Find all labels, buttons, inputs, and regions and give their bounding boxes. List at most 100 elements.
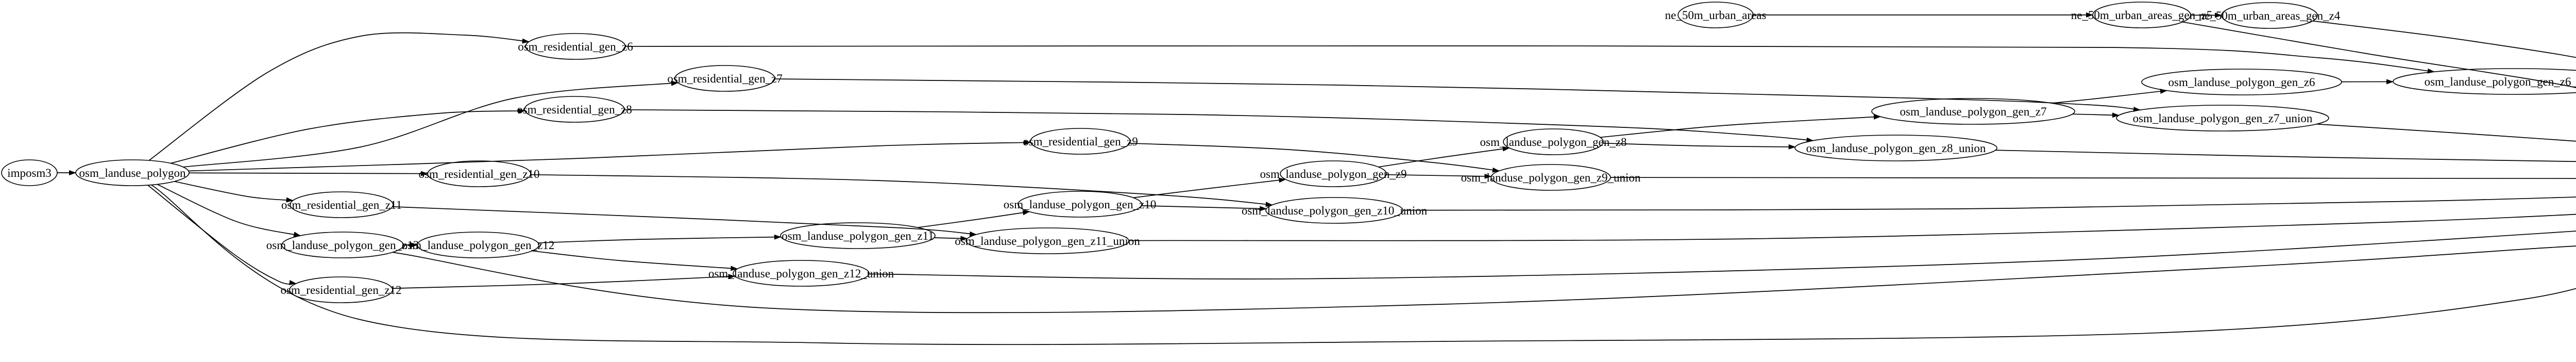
node-ellipse-osm_residential_gen_z12 xyxy=(289,276,393,303)
node-ellipse-osm_landuse_polygon_gen_z10 xyxy=(1018,191,1142,218)
node-label-osm_residential_gen_z11: osm_residential_gen_z11 xyxy=(281,199,402,211)
node-ellipse-osm_residential_gen_z8 xyxy=(524,96,625,123)
node-label-osm_landuse_polygon_gen_z10_union: osm_landuse_polygon_gen_z10_union xyxy=(1242,204,1428,217)
node-label-osm_landuse_polygon_gen_z12: osm_landuse_polygon_gen_z12 xyxy=(402,239,554,252)
edge-osm_landuse_polygon_gen_z8--osm_landuse_polygon_gen_z8_union xyxy=(1603,142,1796,150)
node-osm_landuse_polygon_gen_z8: osm_landuse_polygon_gen_z8 xyxy=(1480,128,1626,155)
edge-osm_landuse_polygon--osm_residential_gen_z7 xyxy=(183,80,679,168)
node-ellipse-osm_landuse_polygon xyxy=(75,159,190,186)
edge-osm_landuse_polygon_gen_z9_union--layer_landuse-z9 xyxy=(1610,177,2576,179)
edge-ne_50m_urban_areas_gen_z5--layer_landuse-z5 xyxy=(2182,21,2576,88)
node-label-osm_landuse_polygon_gen_z9: osm_landuse_polygon_gen_z9 xyxy=(1260,168,1407,180)
nodes-layer: imposm3 osm_landuse_polygon osm_residentia… xyxy=(1,2,2576,303)
node-label-osm_residential_gen_z10: osm_residential_gen_z10 xyxy=(418,168,539,180)
node-ne_50m_urban_areas: ne_50m_urban_areas xyxy=(1665,2,1767,28)
edge-osm_residential_gen_z10--osm_landuse_polygon_gen_z10_union xyxy=(530,174,1273,207)
edge-osm_landuse_polygon--osm_residential_gen_z12 xyxy=(147,185,297,285)
node-osm_landuse_polygon_gen_z11: osm_landuse_polygon_gen_z11 xyxy=(780,222,936,249)
node-osm_landuse_polygon_gen_z13: osm_landuse_polygon_gen_z13 xyxy=(266,232,419,258)
node-osm_landuse_polygon_gen_z9_union: osm_landuse_polygon_gen_z9_union xyxy=(1461,164,1641,191)
node-label-osm_residential_gen_z6: osm_residential_gen_z6 xyxy=(518,40,633,53)
node-osm_landuse_polygon: osm_landuse_polygon xyxy=(75,159,190,186)
node-label-ne_50m_urban_areas_gen_z4: ne_50m_urban_areas_gen_z4 xyxy=(2199,9,2341,22)
node-ellipse-osm_residential_gen_z10 xyxy=(427,160,531,187)
edge-osm_landuse_polygon_gen_z8_union--layer_landuse-z8 xyxy=(1995,150,2576,162)
edge-osm_landuse_polygon_gen_z11_union--layer_landuse-z11 xyxy=(1128,213,2576,241)
node-ellipse-osm_landuse_polygon_gen_z11_union xyxy=(965,227,1129,254)
node-osm_landuse_polygon_gen_z12: osm_landuse_polygon_gen_z12 xyxy=(402,232,554,258)
node-ne_50m_urban_areas_gen_z5: ne_50m_urban_areas_gen_z5 xyxy=(2071,2,2212,28)
node-ellipse-osm_landuse_polygon_gen_z10_union xyxy=(1265,197,1403,224)
edge-osm_landuse_polygon--osm_residential_gen_z8 xyxy=(171,108,526,164)
node-ellipse-ne_50m_urban_areas_gen_z5 xyxy=(2092,2,2191,28)
node-ellipse-imposm3 xyxy=(1,159,58,186)
edge-ne_50m_urban_areas_gen_z4--layer_landuse-z4 xyxy=(2313,20,2576,58)
edge-osm_landuse_polygon--osm_residential_gen_z11 xyxy=(174,180,294,203)
node-ne_50m_urban_areas_gen_z4: ne_50m_urban_areas_gen_z4 xyxy=(2199,2,2341,29)
edge-osm_residential_gen_z6--osm_landuse_polygon_gen_z6_union xyxy=(625,45,2435,74)
node-label-osm_landuse_polygon: osm_landuse_polygon xyxy=(79,167,186,179)
node-ellipse-osm_landuse_polygon_gen_z9_union xyxy=(1490,164,1611,191)
edge-osm_landuse_polygon_gen_z11--osm_landuse_polygon_gen_z11_union xyxy=(934,236,968,241)
edge-osm_residential_gen_z8--osm_landuse_polygon_gen_z8_union xyxy=(624,109,1814,143)
node-label-osm_landuse_polygon_gen_z10: osm_landuse_polygon_gen_z10 xyxy=(1004,198,1156,211)
node-ellipse-osm_landuse_polygon_gen_z12 xyxy=(417,232,539,258)
node-label-osm_landuse_polygon_gen_z9_union: osm_landuse_polygon_gen_z9_union xyxy=(1461,171,1641,184)
edge-osm_landuse_polygon_gen_z10_union--layer_landuse-z10 xyxy=(1402,196,2576,211)
edge-osm_landuse_polygon--osm_landuse_polygon_gen_z13 xyxy=(157,184,301,237)
node-ellipse-osm_landuse_polygon_gen_z12_union xyxy=(733,260,870,287)
edge-osm_landuse_polygon_gen_z8--osm_landuse_polygon_gen_z7 xyxy=(1600,114,1881,138)
node-ellipse-osm_landuse_polygon_gen_z6 xyxy=(2141,69,2342,95)
edge-osm_landuse_polygon--osm_residential_gen_z6 xyxy=(148,32,530,161)
node-ellipse-osm_landuse_polygon_gen_z7_union xyxy=(2116,105,2329,131)
edge-osm_landuse_polygon--layer_landuse-z14+ xyxy=(151,184,2576,345)
edge-osm_landuse_polygon_gen_z7--osm_landuse_polygon_gen_z6 xyxy=(2052,89,2167,104)
node-osm_residential_gen_z7: osm_residential_gen_z7 xyxy=(667,65,783,92)
node-label-osm_landuse_polygon_gen_z13: osm_landuse_polygon_gen_z13 xyxy=(266,239,419,252)
node-imposm3: imposm3 xyxy=(1,159,58,186)
node-ellipse-osm_residential_gen_z6 xyxy=(525,33,626,60)
node-osm_residential_gen_z6: osm_residential_gen_z6 xyxy=(518,33,633,60)
node-ellipse-ne_50m_urban_areas_gen_z4 xyxy=(2221,2,2318,29)
node-label-imposm3: imposm3 xyxy=(7,167,52,179)
node-ellipse-osm_landuse_polygon_gen_z13 xyxy=(281,232,404,258)
edge-osm_landuse_polygon--osm_residential_gen_z9 xyxy=(188,140,1031,172)
node-osm_landuse_polygon_gen_z7: osm_landuse_polygon_gen_z7 xyxy=(1871,98,2075,125)
node-ellipse-osm_landuse_polygon_gen_z6_union xyxy=(2393,68,2576,95)
node-ellipse-osm_residential_gen_z7 xyxy=(674,65,775,92)
node-osm_residential_gen_z11: osm_residential_gen_z11 xyxy=(281,191,402,218)
node-label-osm_landuse_polygon_gen_z11_union: osm_landuse_polygon_gen_z11_union xyxy=(955,235,1140,248)
node-osm_landuse_polygon_gen_z10: osm_landuse_polygon_gen_z10 xyxy=(1004,191,1156,218)
node-osm_residential_gen_z8: osm_residential_gen_z8 xyxy=(517,96,632,123)
node-ellipse-osm_landuse_polygon_gen_z8 xyxy=(1503,128,1604,155)
node-label-osm_landuse_polygon_gen_z12_union: osm_landuse_polygon_gen_z12_union xyxy=(708,267,894,280)
edge-osm_landuse_polygon_gen_z13--layer_landuse-z13 xyxy=(392,245,2576,314)
edge-osm_landuse_polygon_gen_z12--osm_landuse_polygon_gen_z12_union xyxy=(532,250,738,271)
node-label-osm_residential_gen_z12: osm_residential_gen_z12 xyxy=(280,284,401,297)
node-osm_landuse_polygon_gen_z7_union: osm_landuse_polygon_gen_z7_union xyxy=(2116,105,2329,131)
node-label-osm_landuse_polygon_gen_z8_union: osm_landuse_polygon_gen_z8_union xyxy=(1806,142,1986,155)
edge-osm_residential_gen_z11--osm_landuse_polygon_gen_z11_union xyxy=(392,206,977,237)
node-osm_residential_gen_z10: osm_residential_gen_z10 xyxy=(418,160,540,187)
edge-osm_landuse_polygon_gen_z10--osm_landuse_polygon_gen_z10_union xyxy=(1141,205,1267,211)
node-ellipse-osm_landuse_polygon_gen_z11 xyxy=(780,222,936,249)
node-osm_residential_gen_z9: osm_residential_gen_z9 xyxy=(1023,128,1138,155)
node-osm_residential_gen_z12: osm_residential_gen_z12 xyxy=(280,276,402,303)
node-osm_landuse_polygon_gen_z6: osm_landuse_polygon_gen_z6 xyxy=(2141,69,2342,95)
node-osm_landuse_polygon_gen_z8_union: osm_landuse_polygon_gen_z8_union xyxy=(1794,135,1997,161)
node-label-osm_landuse_polygon_gen_z6: osm_landuse_polygon_gen_z6 xyxy=(2168,76,2315,89)
node-osm_landuse_polygon_gen_z9: osm_landuse_polygon_gen_z9 xyxy=(1260,160,1407,187)
node-osm_landuse_polygon_gen_z11_union: osm_landuse_polygon_gen_z11_union xyxy=(955,227,1140,254)
node-label-osm_landuse_polygon_gen_z7_union: osm_landuse_polygon_gen_z7_union xyxy=(2133,112,2313,125)
edge-osm_landuse_polygon_gen_z9--osm_landuse_polygon_gen_z9_union xyxy=(1386,173,1492,179)
edge-osm_residential_gen_z12--osm_landuse_polygon_gen_z12_union xyxy=(392,274,736,289)
node-ellipse-ne_50m_urban_areas xyxy=(1677,2,1754,28)
node-label-osm_residential_gen_z9: osm_residential_gen_z9 xyxy=(1023,135,1138,148)
node-ellipse-osm_residential_gen_z9 xyxy=(1030,128,1131,155)
node-label-osm_residential_gen_z8: osm_residential_gen_z8 xyxy=(517,103,632,116)
edge-osm_landuse_polygon_gen_z12--osm_landuse_polygon_gen_z11 xyxy=(538,234,782,243)
edges-layer xyxy=(57,12,2576,345)
node-label-ne_50m_urban_areas: ne_50m_urban_areas xyxy=(1665,9,1767,22)
